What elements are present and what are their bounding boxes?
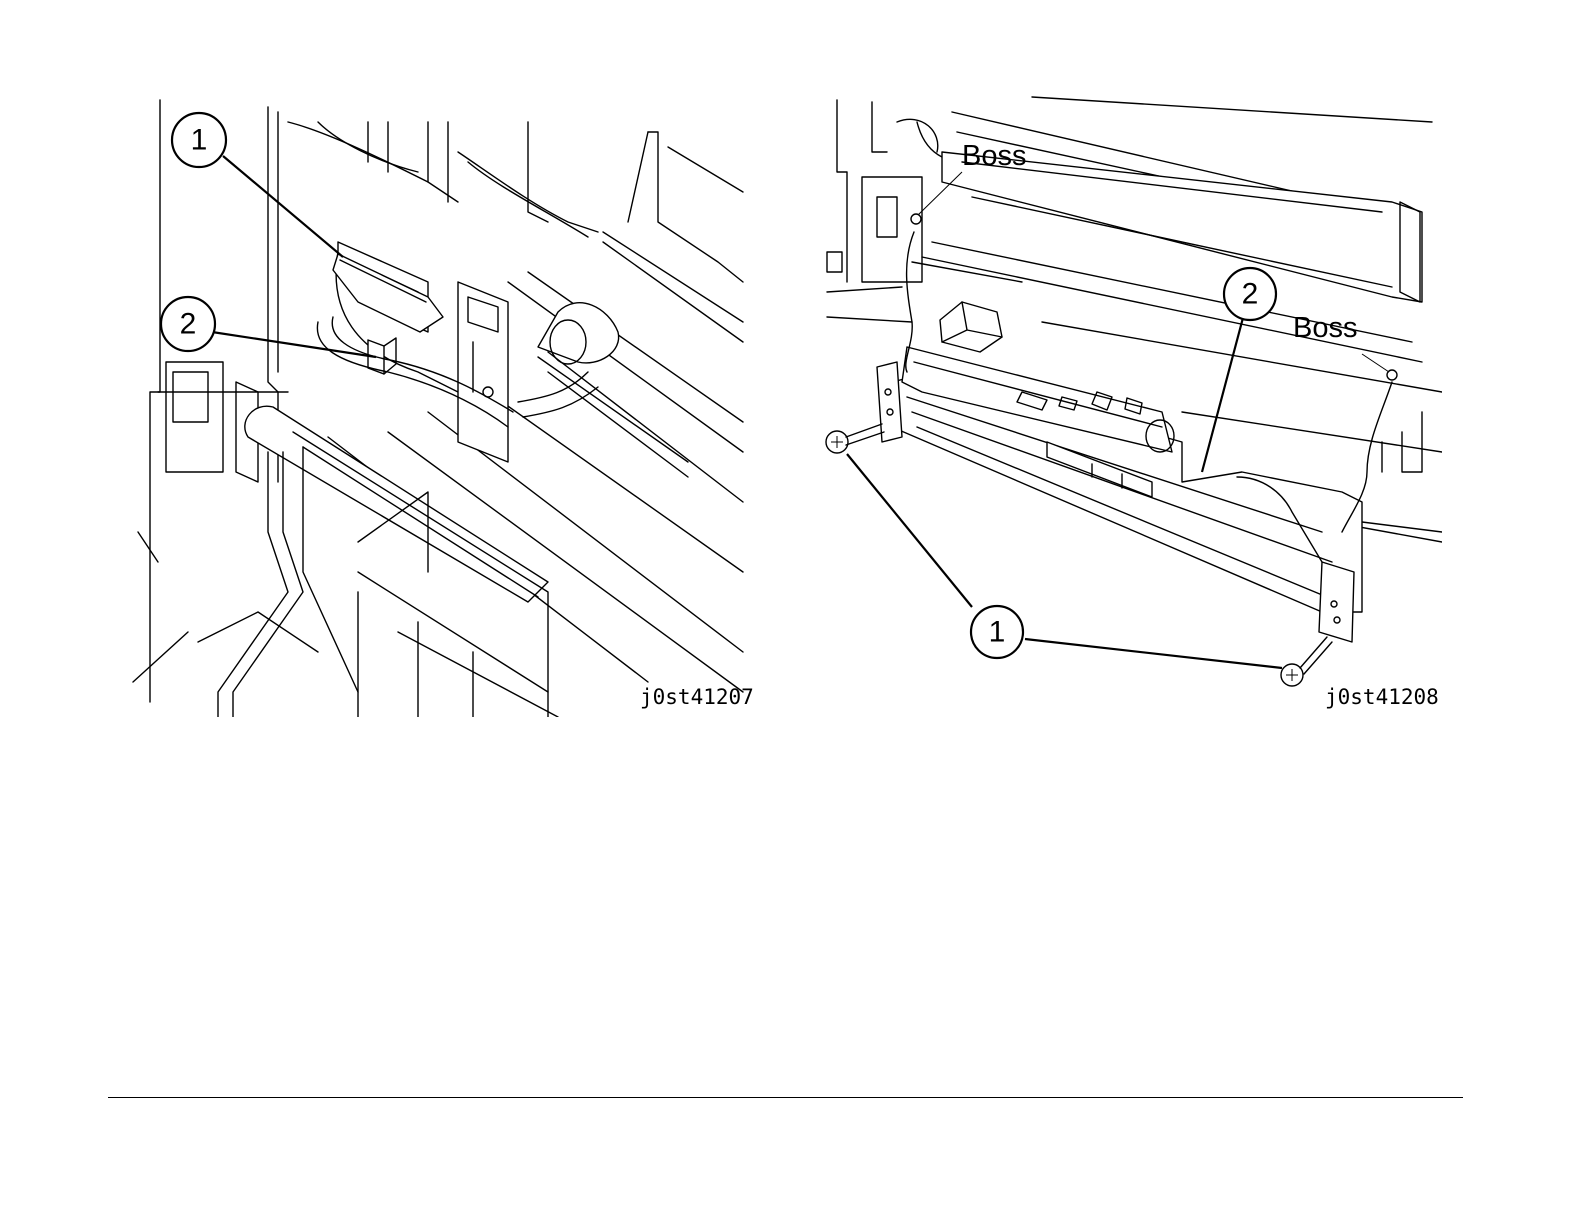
boss-label-left: Boss: [962, 140, 1026, 173]
right-line-drawing: 2 1: [822, 92, 1442, 717]
left-line-drawing: 1 2: [128, 92, 750, 717]
callout-2: 2: [1224, 268, 1276, 320]
screw-right-icon: [1281, 637, 1332, 686]
screw-left-icon: [826, 424, 884, 453]
bottom-rule: [108, 1097, 1463, 1098]
callout-2: 2: [161, 297, 215, 351]
figure-right-illustration: 2 1 Boss Boss j0st41208: [822, 92, 1442, 717]
figure-id-right: j0st41208: [1325, 685, 1439, 709]
figure-id-left: j0st41207: [640, 685, 754, 709]
callout-1-number: 1: [989, 616, 1006, 649]
callout-2-number: 2: [1242, 278, 1259, 311]
callout-1-number: 1: [191, 124, 208, 157]
figure-left-illustration: 1 2 j0st41207: [128, 92, 750, 717]
boss-label-right: Boss: [1293, 312, 1357, 345]
callout-1: 1: [971, 606, 1023, 658]
callout-2-number: 2: [180, 308, 197, 341]
callout-1: 1: [172, 113, 226, 167]
